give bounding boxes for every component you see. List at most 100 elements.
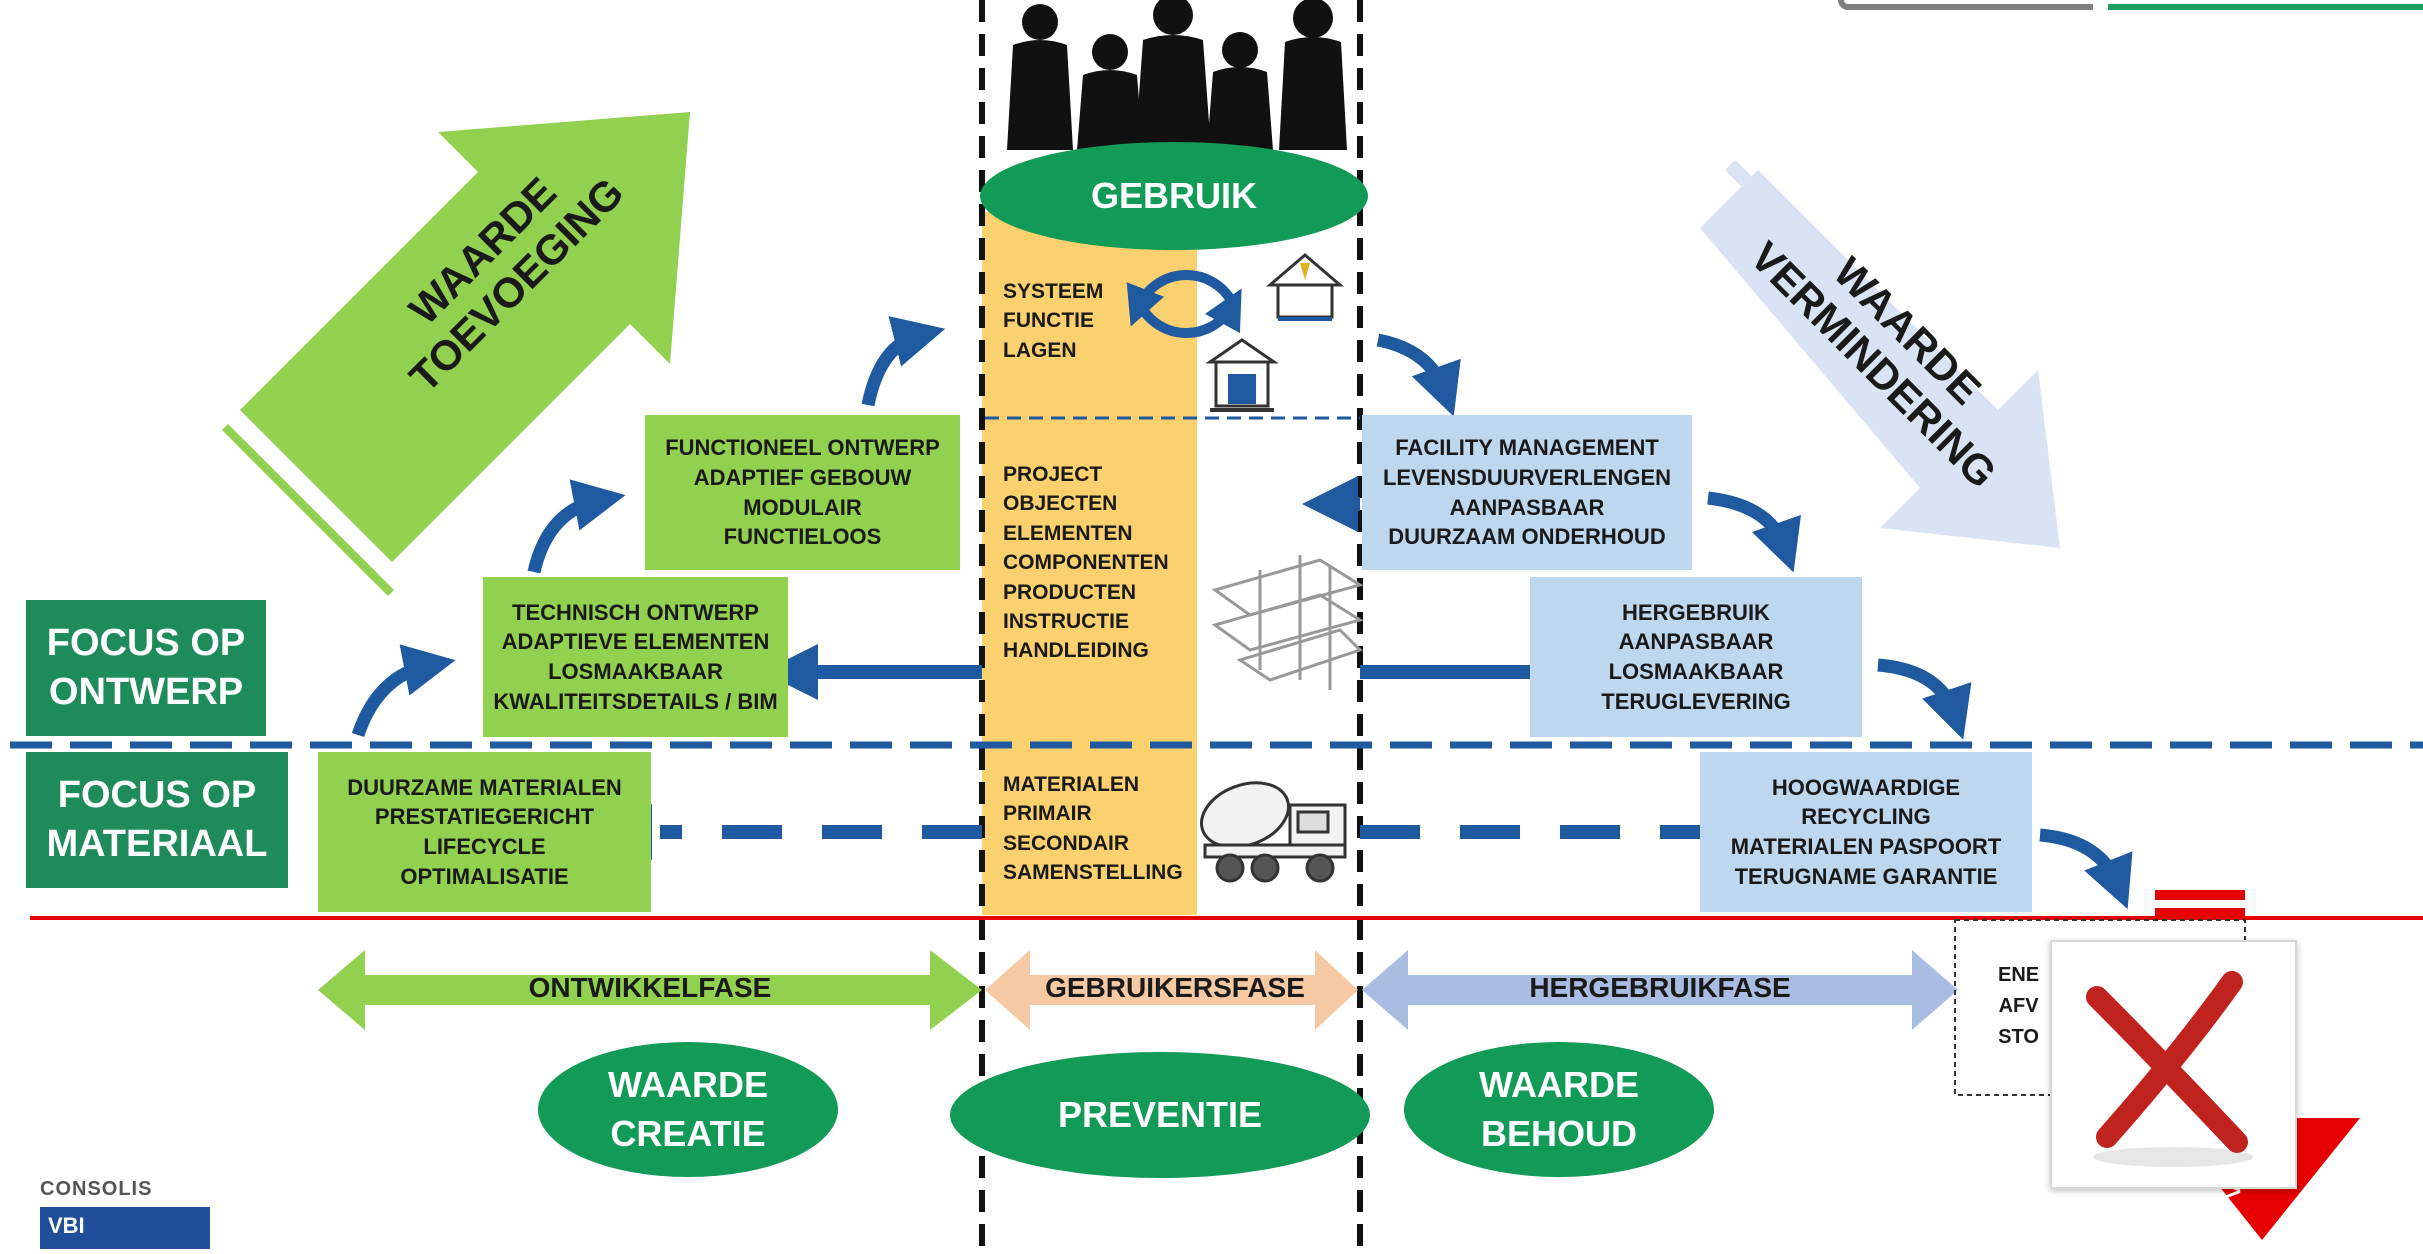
rotation-arrow-bottom [1133,288,1242,338]
project-line: PROJECT [1003,463,1103,486]
end-box-line: AFV [1998,995,2039,1017]
facility-line: FACILITY MANAGEMENT [1395,435,1659,461]
center-materials-line: MATERIALEN [1003,773,1140,796]
value-retention-line: BEHOUD [1480,1112,1637,1154]
reuse-line: AANPASBAAR [1618,629,1774,655]
system-list: SYSTEEM FUNCTIE LAGEN [1003,277,1103,365]
reuse-box: HERGEBRUIK AANPASBAAR LOSMAAKBAAR TERUGL… [1530,577,1862,737]
red-stripe-top [2155,890,2245,900]
project-line: OBJECTEN [1003,492,1118,516]
materials-line: DUURZAME MATERIALEN [347,774,622,800]
prevention-ellipse: PREVENTIE [950,1052,1370,1178]
technical-line: ADAPTIEVE ELEMENTEN [501,629,770,655]
logo-brand: CONSOLIS [40,1178,153,1200]
recycling-line: RECYCLING [1801,804,1931,830]
functional-line: ADAPTIEF GEBOUW [693,464,912,490]
materials-box: DUURZAME MATERIALEN PRESTATIEGERICHT LIF… [318,752,651,912]
recycling-line: TERUGNAME GARANTIE [1734,863,1998,889]
focus-material: FOCUS OP MATERIAAL [26,752,288,888]
facility-box: FACILITY MANAGEMENT LEVENSDUURVERLENGEN … [1362,415,1692,570]
center-materials-line: SAMENSTELLING [1003,861,1183,885]
functional-line: FUNCTIONEEL ONTWERP [665,435,940,461]
development-phase-label: ONTWIKKELFASE [528,972,772,1003]
focus-material-line1: FOCUS OP [57,773,257,816]
house-icon [1265,253,1345,321]
reuse-phase-arrow [1362,950,1958,1030]
top-right-green-line [2108,4,2423,10]
usage-phase-arrow [985,950,1358,1030]
consolis-logo: CONSOLIS VBI [40,1178,210,1249]
technical-line: KWALITEITSDETAILS / BIM [493,688,778,714]
curve-arrow-1 [351,644,456,738]
focus-design-line2: ONTWERP [48,671,244,713]
curve-arrow-4 [1376,333,1461,417]
recycling-line: HOOGWAARDIGE [1771,774,1961,800]
technical-line: TECHNISCH ONTWERP [512,599,759,625]
rejection-card [2050,940,2297,1189]
system-line: LAGEN [1003,338,1077,362]
value-adding-arrow [222,112,690,596]
logo-sub: VBI [48,1213,85,1238]
focus-material-line2: MATERIAAL [46,823,268,865]
value-retention-line: WAARDE [1479,1063,1639,1105]
logo-sub-bar: VBI [40,1207,210,1249]
functional-line: FUNCTIELOOS [723,524,882,550]
people-icon [1007,0,1347,150]
red-stripe-bottom [2155,908,2245,918]
project-line: HANDLEIDING [1003,639,1149,663]
project-list: PROJECT OBJECTEN ELEMENTEN COMPONENTEN P… [1003,460,1169,666]
functional-line: MODULAIR [743,494,862,520]
value-creation-ellipse: WAARDE CREATIE [538,1042,838,1177]
value-creation-line: CREATIE [610,1112,766,1154]
functional-design-box: FUNCTIONEEL ONTWERP ADAPTIEF GEBOUW MODU… [645,415,960,570]
prevention-line: PREVENTIE [1057,1093,1263,1135]
building-frame-icon [1211,555,1364,690]
red-x-icon [2086,971,2253,1167]
system-line: FUNCTIE [1003,309,1094,333]
recycling-line: MATERIALEN PASPOORT [1730,834,2002,859]
value-creation-line: WAARDE [608,1063,768,1105]
project-line: PRODUCTEN [1003,580,1137,604]
end-box-outline [1954,919,2246,1096]
end-box-text: ENE AFV STO [1998,960,2039,1053]
mixer-truck-icon [1199,781,1347,883]
reuse-line: LOSMAAKBAAR [1608,659,1784,684]
focus-design: FOCUS OP ONTWERP [26,600,266,736]
project-line: ELEMENTEN [1003,521,1133,545]
technical-line: LOSMAAKBAAR [548,659,723,684]
materials-line: LIFECYCLE [423,834,546,859]
reuse-line: HERGEBRUIK [1622,599,1770,625]
development-phase-arrow [318,950,982,1030]
end-box-line: STO [1998,1026,2039,1048]
materials-line: PRESTATIEGERICHT [374,804,595,830]
curve-arrow-3 [861,316,946,407]
curve-arrow-7 [2039,828,2133,910]
value-retention-ellipse: WAARDE BEHOUD [1404,1042,1714,1177]
reuse-line: TERUGLEVERING [1601,688,1791,714]
project-line: COMPONENTEN [1003,551,1169,575]
facility-line: LEVENSDUURVERLENGEN [1382,464,1672,490]
materials-line: OPTIMALISATIE [400,863,569,889]
curve-arrow-2 [527,479,626,574]
curve-arrow-5 [1707,491,1801,573]
end-box-line: ENE [1998,964,2040,986]
usage-ellipse-label: GEBRUIK [1090,174,1257,216]
facility-line: DUURZAAM ONDERHOUD [1388,524,1666,550]
focus-design-line1: FOCUS OP [46,621,246,664]
building-icon [1205,338,1279,412]
center-materials-line: SECONDAIR [1003,831,1130,855]
project-line: INSTRUCTIE [1003,609,1129,633]
value-reducing-arrow [1700,160,2060,548]
center-materials-line: PRIMAIR [1003,802,1092,826]
recycling-box: HOOGWAARDIGE RECYCLING MATERIALEN PASPOO… [1700,752,2032,912]
technical-design-box: TECHNISCH ONTWERP ADAPTIEVE ELEMENTEN LO… [483,577,788,737]
curve-arrow-6 [1877,658,1972,740]
system-line: SYSTEEM [1003,280,1104,303]
usage-ellipse: GEBRUIK [980,142,1368,250]
top-right-gray-line [1838,0,2093,10]
facility-line: AANPASBAAR [1449,494,1605,520]
center-materials-list: MATERIALEN PRIMAIR SECONDAIR SAMENSTELLI… [1003,770,1183,888]
reuse-phase-label: HERGEBRUIKFASE [1529,972,1791,1003]
usage-phase-label: GEBRUIKERSFASE [1045,972,1305,1003]
